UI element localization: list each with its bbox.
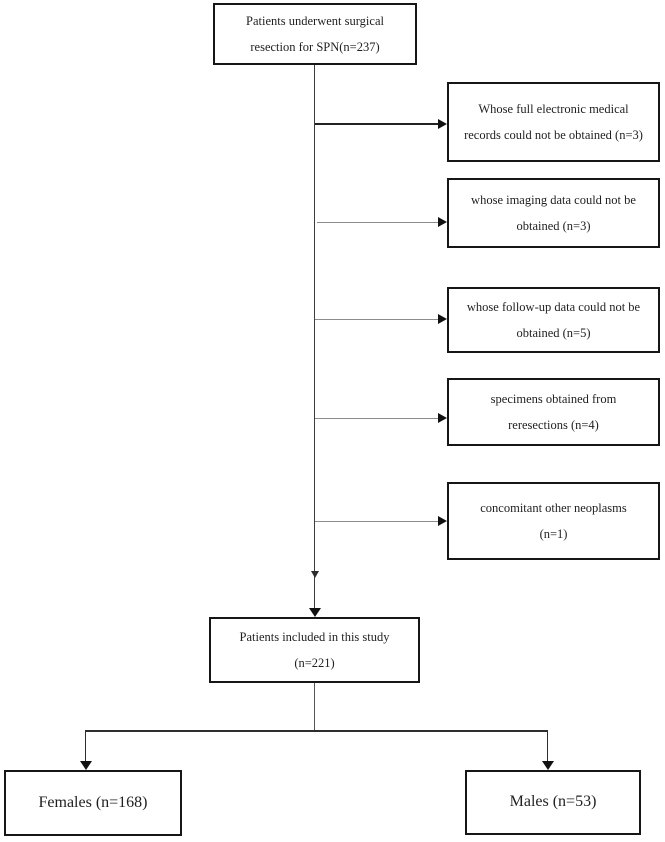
connector-exclusion-2-arrowhead [438, 217, 447, 227]
connector-exclusion-4-line [315, 418, 438, 419]
box-exclusion-reresection-specimens-line2: reresections (n=4) [508, 417, 599, 432]
connector-branch-horizontal [85, 730, 548, 732]
connector-exclusion-5-line [315, 521, 438, 522]
connector-exclusion-1-line [315, 123, 438, 125]
box-exclusion-medical-records: Whose full electronic medical records co… [447, 82, 660, 162]
box-females-label: Females (n=168) [38, 793, 148, 811]
connector-branch-right-arrowhead [542, 761, 554, 770]
box-females: Females (n=168) [4, 770, 182, 836]
box-exclusion-imaging-data: whose imaging data could not be obtained… [447, 178, 660, 248]
box-patients-underwent-resection: Patients underwent surgical resection fo… [213, 3, 417, 65]
box-patients-underwent-resection-line1: Patients underwent surgical [246, 14, 384, 29]
box-exclusion-other-neoplasms-line2: (n=1) [539, 526, 568, 541]
box-exclusion-other-neoplasms-line1: concomitant other neoplasms [480, 501, 627, 516]
box-males: Males (n=53) [465, 770, 641, 835]
box-exclusion-medical-records-line2: records could not be obtained (n=3) [464, 127, 643, 142]
box-exclusion-imaging-data-line1: whose imaging data could not be [471, 193, 636, 208]
box-exclusion-followup-data: whose follow-up data could not be obtain… [447, 287, 660, 353]
connector-main-mid-arrowhead [311, 571, 319, 578]
box-exclusion-imaging-data-line2: obtained (n=3) [516, 218, 591, 233]
box-patients-included-line1: Patients included in this study [239, 630, 390, 645]
connector-exclusion-2-line [317, 222, 438, 223]
box-exclusion-followup-data-line1: whose follow-up data could not be [466, 300, 641, 315]
box-exclusion-medical-records-line1: Whose full electronic medical [478, 102, 629, 117]
box-exclusion-reresection-specimens-line1: specimens obtained from [490, 392, 617, 407]
connector-exclusion-3-line [315, 319, 438, 320]
connector-branch-left-vertical [85, 730, 86, 762]
connector-exclusion-1-arrowhead [438, 119, 447, 129]
box-patients-underwent-resection-line2: resection for SPN(n=237) [250, 39, 380, 54]
box-patients-included-line2: (n=221) [294, 655, 335, 670]
connector-main-vertical [314, 65, 315, 610]
connector-exclusion-5-arrowhead [438, 516, 447, 526]
box-exclusion-other-neoplasms: concomitant other neoplasms (n=1) [447, 482, 660, 560]
connector-exclusion-4-arrowhead [438, 413, 447, 423]
box-exclusion-followup-data-line2: obtained (n=5) [516, 325, 591, 340]
connector-main-end-arrowhead [309, 608, 321, 617]
connector-exclusion-3-arrowhead [438, 314, 447, 324]
connector-branch-right-vertical [547, 730, 548, 762]
connector-branch-left-arrowhead [80, 761, 92, 770]
box-patients-included: Patients included in this study (n=221) [209, 617, 420, 683]
box-males-label: Males (n=53) [509, 793, 597, 811]
box-exclusion-reresection-specimens: specimens obtained from reresections (n=… [447, 378, 660, 446]
connector-included-to-branch [314, 683, 315, 730]
